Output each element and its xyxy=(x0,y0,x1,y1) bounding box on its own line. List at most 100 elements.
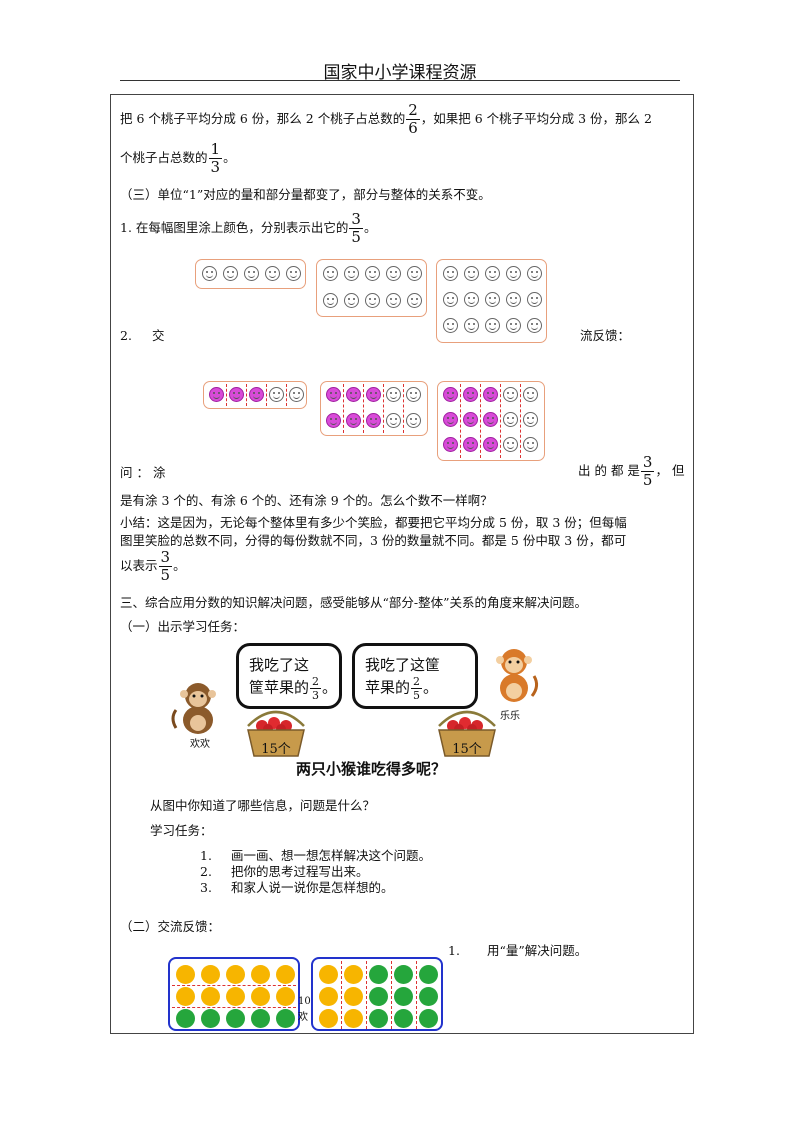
feedback-text: 用“量”解决问题。 xyxy=(487,943,588,958)
text-segment: 。 xyxy=(223,150,236,165)
smiley-face-icon xyxy=(527,318,542,333)
yellow-dot xyxy=(276,965,295,984)
yellow-dot xyxy=(276,987,295,1006)
summary-line2: 图里笑脸的总数不同，分得的每份数就不同，3 份的数量就不同。都是 5 份中取 3… xyxy=(120,533,627,548)
smiley-face-icon xyxy=(463,412,478,427)
green-dot xyxy=(369,965,388,984)
tasks-title: 学习任务： xyxy=(150,823,213,838)
text-segment: 筐苹果的 xyxy=(249,678,310,697)
yellow-dot xyxy=(251,965,270,984)
divider-line xyxy=(172,985,296,986)
divider-line xyxy=(246,384,247,406)
smiley-face-icon xyxy=(346,387,361,402)
task-item-3-number: 3. xyxy=(200,880,212,895)
smiley-face-icon xyxy=(407,266,422,281)
divider-line xyxy=(266,384,267,406)
task-item-1-text: 画一画、想一想怎样解决这个问题。 xyxy=(231,848,432,863)
smiley-face-icon xyxy=(244,266,259,281)
divider-line xyxy=(383,384,384,433)
smiley-face-icon xyxy=(443,318,458,333)
smiley-face-icon xyxy=(443,387,458,402)
fraction-numerator: 2 xyxy=(310,675,322,689)
smiley-face-icon xyxy=(443,437,458,452)
text-segment: 。 xyxy=(363,220,377,235)
smiley-face-icon xyxy=(326,413,341,428)
header-rule xyxy=(120,80,680,81)
smiley-face-icon xyxy=(366,387,381,402)
subsection-two-title: （二）交流反馈： xyxy=(120,919,221,934)
apple-basket-icon xyxy=(438,710,496,757)
smiley-face-icon xyxy=(209,387,224,402)
text-segment: 把 6 个桃子平均分成 6 份，那么 2 个桃子占总数的 xyxy=(120,111,406,126)
basket-count-label: 15个 xyxy=(261,742,291,757)
divider-line xyxy=(286,384,287,406)
divider-line xyxy=(343,384,344,433)
green-dot xyxy=(419,965,438,984)
fraction-denominator: 5 xyxy=(160,566,171,584)
fraction-numerator: 3 xyxy=(640,453,655,472)
smiley-face-icon xyxy=(463,437,478,452)
smiley-face-icon xyxy=(229,387,244,402)
divider-line xyxy=(363,384,364,433)
smiley-face-icon xyxy=(344,293,359,308)
green-dot xyxy=(251,1009,270,1028)
dot-grid-left xyxy=(168,957,300,1031)
smiley-group-15-colored xyxy=(437,381,545,461)
yellow-dot xyxy=(176,987,195,1006)
bubble-text-line: 我吃了这筐 xyxy=(365,656,441,674)
smiley-face-icon xyxy=(323,266,338,281)
green-dot xyxy=(369,987,388,1006)
smiley-face-icon xyxy=(527,266,542,281)
smiley-face-icon xyxy=(286,266,301,281)
feedback-number: 1. xyxy=(448,943,460,958)
smiley-face-icon xyxy=(527,292,542,307)
divider-line xyxy=(500,384,501,458)
smiley-face-icon xyxy=(269,387,284,402)
apple-basket-right: 15个 xyxy=(435,706,499,758)
task-item-2-number: 2. xyxy=(200,864,212,879)
yellow-dot xyxy=(226,965,245,984)
smiley-face-icon xyxy=(503,437,518,452)
smiley-group-5-blank xyxy=(195,259,306,289)
question-line2: 是有涂 3 个的、有涂 6 个的、还有涂 9 个的。怎么个数不一样啊？ xyxy=(120,493,493,508)
basket-count-label: 15个 xyxy=(452,742,482,757)
bubble-text-line: 我吃了这 xyxy=(249,656,310,674)
smiley-face-icon xyxy=(523,387,538,402)
task-item-3-text: 和家人说一说你是怎样想的。 xyxy=(231,880,394,895)
yellow-dot xyxy=(251,987,270,1006)
divider-line xyxy=(366,961,367,1029)
yellow-dot xyxy=(201,987,220,1006)
smiley-face-icon xyxy=(443,292,458,307)
fraction-denominator: 3 xyxy=(210,158,221,176)
smiley-face-icon xyxy=(443,412,458,427)
yellow-dot xyxy=(201,965,220,984)
smiley-face-icon xyxy=(506,318,521,333)
smiley-face-icon xyxy=(407,293,422,308)
smiley-face-icon xyxy=(344,266,359,281)
fraction-denominator: 6 xyxy=(408,119,418,137)
smiley-face-icon xyxy=(485,318,500,333)
side-note-text: 欢 xyxy=(298,1012,308,1023)
smiley-group-5-colored xyxy=(203,381,307,409)
task-item-1-number: 1. xyxy=(200,848,212,863)
fraction-numerator: 2 xyxy=(411,675,423,689)
smiley-face-icon xyxy=(483,412,498,427)
fraction-numerator: 3 xyxy=(349,210,363,229)
text-segment: 个桃子占总数的 xyxy=(120,150,208,165)
smiley-face-icon xyxy=(365,293,380,308)
task2-text-start: 交 xyxy=(152,328,165,343)
green-dot xyxy=(419,987,438,1006)
text-segment: ，如果把 6 个桃子平均分成 3 份，那么 2 xyxy=(420,111,652,126)
green-dot xyxy=(369,1009,388,1028)
section-three-heading: （三）单位“1”对应的量和部分量都变了，部分与整体的关系不变。 xyxy=(120,187,491,202)
side-note-number: 10 xyxy=(298,996,311,1007)
monkey-lele-icon xyxy=(496,649,539,702)
fraction-denominator: 5 xyxy=(351,228,361,246)
smiley-face-icon xyxy=(483,387,498,402)
subsection-one-title: （一）出示学习任务： xyxy=(120,619,246,634)
